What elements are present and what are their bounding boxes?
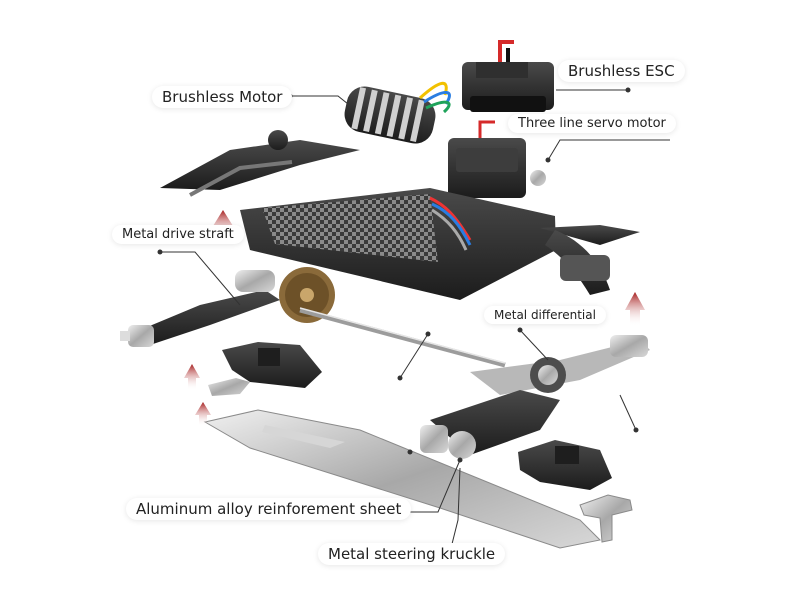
rear-gearbox-housing-part — [222, 342, 322, 388]
leader-line-servo — [547, 139, 670, 161]
label-brushless-motor: Brushless Motor — [152, 86, 293, 108]
leader-line-motor — [290, 95, 349, 105]
aluminum-reinforcement-sheet-part — [203, 409, 602, 549]
rear-suspension-arms-part — [160, 130, 360, 197]
label-aluminum-reinforcement-sheet: Aluminum alloy reinforement sheet — [126, 498, 412, 520]
brushless-esc-part — [462, 40, 554, 112]
drive-shaft-part — [299, 307, 506, 368]
rear-drivetrain-part — [120, 267, 335, 347]
front-gearbox-housing-part — [518, 440, 612, 490]
leader-line-sheet — [410, 459, 461, 513]
leader-line-drive-shaft — [160, 251, 241, 306]
leader-line-differential — [519, 329, 549, 361]
leader-dots — [157, 87, 639, 463]
label-metal-steering-knuckle: Metal steering kruckle — [318, 543, 506, 565]
small-bracket-part — [579, 494, 633, 543]
brushless-motor-part — [344, 81, 451, 144]
front-suspension-part — [540, 225, 640, 295]
leader-lines — [160, 89, 670, 553]
chassis-tray-part — [240, 188, 556, 300]
rear-small-bracket-part — [208, 378, 250, 396]
leader-line-shaft — [399, 333, 429, 379]
front-differential-part — [420, 335, 650, 459]
label-brushless-esc: Brushless ESC — [558, 60, 685, 82]
label-servo-motor: Three line servo motor — [508, 114, 676, 133]
leader-line-front-arm — [619, 394, 637, 431]
label-metal-drive-shaft: Metal drive straft — [112, 225, 244, 244]
label-metal-differential: Metal differential — [484, 306, 606, 324]
servo-motor-part — [448, 120, 546, 198]
leader-line-knuckle — [449, 467, 461, 553]
